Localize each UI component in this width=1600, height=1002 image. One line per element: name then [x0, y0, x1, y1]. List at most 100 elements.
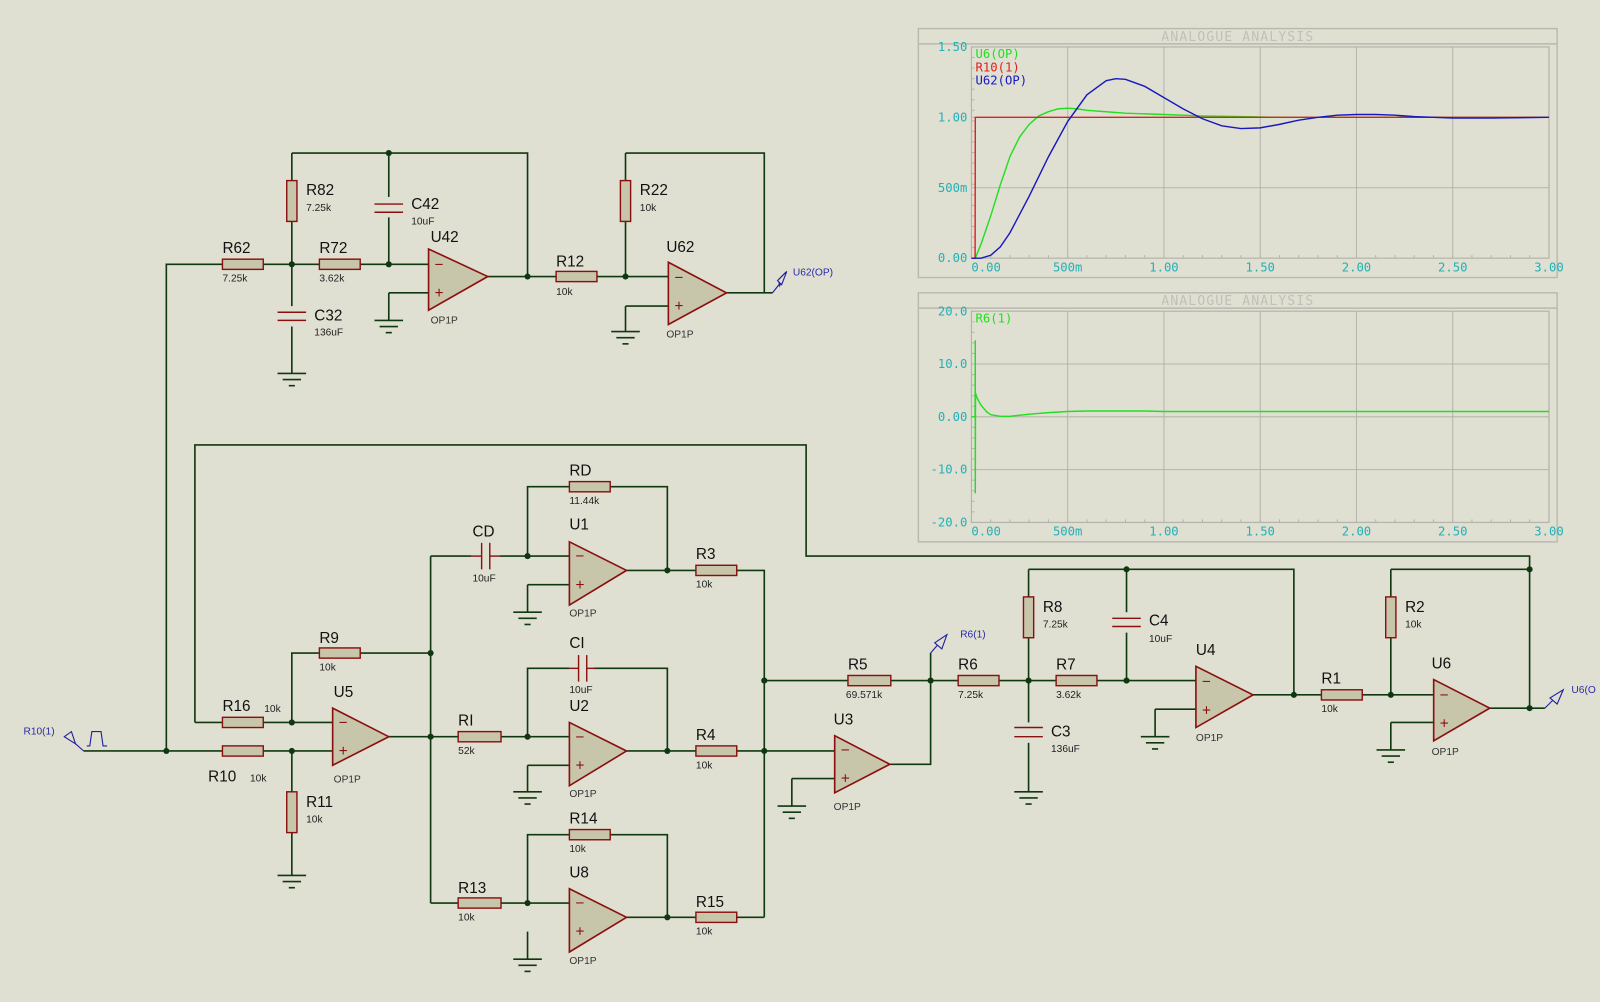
resistor-r11[interactable]: R11 10k [286, 791, 333, 834]
ground-icon [277, 372, 307, 387]
capacitor-c32[interactable]: C32 136uF [277, 307, 344, 339]
resistor-r82[interactable]: R82 7.25k [286, 179, 334, 223]
resistor-rd[interactable]: RD 11.44k [568, 462, 611, 507]
resistor-r13[interactable]: R13 10k [457, 880, 502, 924]
opamp-u62[interactable]: − + U62 OP1P [666, 239, 729, 341]
r12-value: 10k [556, 287, 573, 298]
resistor-r14[interactable]: R14 10k [568, 810, 611, 855]
svg-text:−: − [339, 715, 348, 732]
rd-value: 11.44k [569, 496, 600, 507]
graph-1-title: ANALOGUE ANALYSIS [1161, 30, 1314, 45]
r13-value: 10k [458, 912, 475, 923]
y-tick-label: 0.00 [938, 251, 967, 265]
resistor-r6[interactable]: R6 7.25k [957, 656, 1000, 701]
resistor-r9[interactable]: R9 10k [318, 630, 361, 674]
c42-ref: C42 [411, 196, 439, 213]
opamp-u8[interactable]: − + U8 OP1P [568, 865, 629, 968]
probe-u6[interactable]: U6(O [1544, 685, 1596, 709]
legend-entry: R10(1) [976, 60, 1020, 74]
svg-text:−: − [576, 729, 585, 746]
svg-text:−: − [576, 548, 585, 565]
r62-ref: R62 [222, 240, 250, 257]
u8-ref: U8 [569, 865, 589, 882]
r82-ref: R82 [306, 182, 334, 199]
resistor-r4[interactable]: R4 10k [695, 727, 738, 772]
ground-icon [611, 330, 640, 345]
r2-ref: R2 [1405, 599, 1425, 616]
svg-text:+: + [674, 298, 683, 315]
c3-value: 136uF [1051, 744, 1080, 755]
ci-ref: CI [569, 635, 584, 652]
capacitor-c42[interactable]: C42 10uF [374, 196, 439, 227]
opamp-u42[interactable]: − + U42 OP1P [427, 229, 490, 327]
r14-ref: R14 [569, 810, 598, 827]
resistor-r5[interactable]: R5 69.571k [846, 656, 892, 701]
resistor-r3[interactable]: R3 10k [695, 546, 738, 591]
r5-value: 69.571k [846, 690, 883, 701]
resistor-r15[interactable]: R15 10k [695, 894, 738, 938]
graph-2-title: ANALOGUE ANALYSIS [1161, 294, 1314, 309]
probe-r6[interactable]: R6(1) [930, 630, 986, 654]
c32-value: 136uF [314, 328, 343, 339]
ri-ref: RI [458, 712, 473, 729]
r16-ref: R16 [222, 698, 250, 715]
r72-ref: R72 [319, 240, 347, 257]
probe-input[interactable]: R10(1) [23, 727, 108, 752]
opamp-u2[interactable]: − + U2 OP1P [568, 698, 629, 800]
resistor-ri[interactable]: RI 52k [457, 712, 502, 757]
ci-value: 10uF [569, 685, 592, 696]
x-tick-label: 1.00 [1149, 525, 1178, 539]
opamp-u6[interactable]: − + U6 OP1P [1432, 655, 1492, 758]
opamp-u1[interactable]: − + U1 OP1P [568, 517, 629, 620]
c32-ref: C32 [314, 307, 342, 324]
opamp-u5[interactable]: − + U5 OP1P [331, 684, 391, 786]
svg-text:−: − [435, 256, 444, 273]
svg-text:+: + [841, 771, 850, 788]
resistor-r22[interactable]: R22 10k [619, 179, 668, 223]
series-line-r6-1- [971, 340, 1549, 494]
pulse-source-icon [86, 731, 108, 747]
probe-u62[interactable]: U62(OP) [772, 267, 833, 294]
resistor-r1[interactable]: R1 10k [1320, 671, 1363, 716]
main-wires [83, 444, 1545, 960]
resistor-r62[interactable]: R62 7.25k [221, 240, 264, 285]
resistor-r7[interactable]: R7 3.62k [1055, 656, 1098, 701]
r13-ref: R13 [458, 880, 486, 897]
r22-ref: R22 [640, 182, 668, 199]
capacitor-c3[interactable]: C3 136uF [1014, 724, 1080, 755]
opamp-u3[interactable]: − + U3 OP1P [834, 711, 892, 813]
resistor-r12[interactable]: R12 10k [555, 253, 598, 298]
probe-u62-label: U62(OP) [793, 267, 833, 278]
x-tick-label: 3.00 [1534, 260, 1563, 274]
ground-icon [777, 805, 807, 820]
resistor-r16[interactable]: R16 10k [221, 698, 282, 729]
x-tick-label: 0.00 [971, 525, 1000, 539]
resistor-r72[interactable]: R72 3.62k [318, 240, 361, 285]
r5-ref: R5 [848, 656, 868, 673]
r16-value: 10k [264, 704, 281, 715]
y-tick-label: 10.0 [938, 357, 967, 371]
resistor-r2[interactable]: R2 10k [1385, 596, 1425, 639]
r12-ref: R12 [556, 253, 584, 270]
capacitor-cd[interactable]: CD 10uF [471, 524, 500, 585]
r7-value: 3.62k [1056, 690, 1082, 701]
r8-value: 7.25k [1043, 620, 1069, 631]
probe-input-label: R10(1) [23, 727, 54, 738]
x-tick-label: 2.00 [1342, 260, 1371, 274]
r15-ref: R15 [696, 894, 724, 911]
x-tick-label: 1.00 [1149, 260, 1178, 274]
opamp-u4[interactable]: − + U4 OP1P [1195, 642, 1255, 744]
resistor-r10[interactable]: R10 10k [208, 745, 267, 786]
resistor-r8[interactable]: R8 7.25k [1022, 596, 1069, 639]
capacitor-ci[interactable]: CI 10uF [569, 635, 596, 696]
r2-value: 10k [1405, 620, 1422, 631]
svg-text:+: + [576, 757, 585, 774]
capacitor-c4[interactable]: C4 10uF [1112, 612, 1172, 645]
c42-value: 10uF [411, 216, 434, 227]
top-filter-wires [165, 152, 773, 751]
r1-ref: R1 [1321, 671, 1341, 688]
